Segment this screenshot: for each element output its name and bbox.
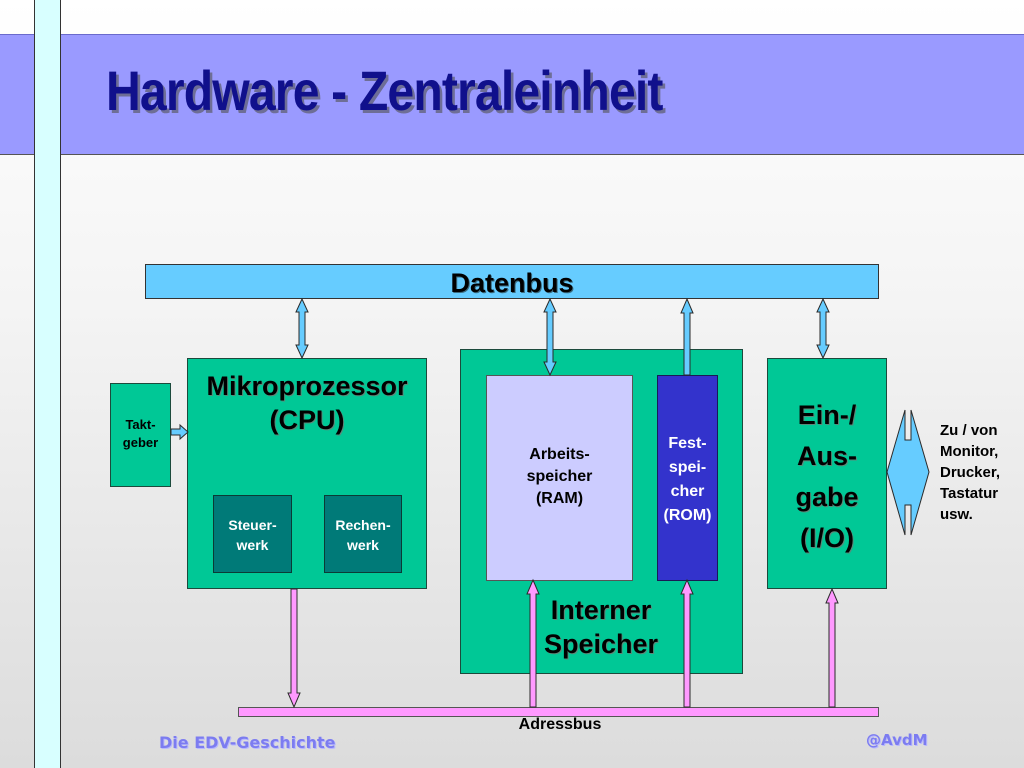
footer-left-text: Die EDV-Geschichte [159, 733, 336, 752]
arrow-taktgeber-cpu [170, 423, 189, 441]
arrow-rom-datenbus [680, 297, 694, 376]
arrow-adressbus-ram [526, 578, 540, 708]
left-decor-strip [34, 0, 61, 768]
rechenwerk-box: Rechen- werk [324, 495, 402, 573]
io-line-3: gabe [795, 482, 859, 512]
datenbus-bar: Datenbus [145, 264, 879, 299]
rom-box: Fest- spei- cher (ROM) [657, 375, 718, 581]
steuerwerk-line-2: werk [236, 537, 269, 553]
arrow-datenbus-ram [543, 297, 557, 377]
arrow-adressbus-rom [680, 578, 694, 708]
ram-line-2: speicher [526, 468, 593, 485]
arrow-datenbus-cpu [295, 297, 309, 360]
ram-box: Arbeits- speicher (RAM) [486, 375, 633, 581]
external-line-5: usw. [940, 506, 973, 523]
datenbus-label: Datenbus [450, 268, 574, 298]
footer-right-text: @AvdM [866, 731, 928, 749]
external-devices-text: Zu / von Monitor, Drucker, Tastatur usw. [940, 420, 1000, 525]
rom-line-4: (ROM) [663, 507, 712, 524]
taktgeber-line-2: geber [122, 435, 159, 450]
cpu-title-line-1: Mikroprozessor [206, 371, 408, 401]
rom-line-1: Fest- [668, 435, 707, 452]
rechenwerk-line-1: Rechen- [335, 517, 391, 533]
steuerwerk-line-1: Steuer- [228, 517, 277, 533]
external-line-4: Tastatur [940, 485, 999, 502]
cpu-box: Mikroprozessor (CPU) Steuer- werk Rechen… [187, 358, 427, 589]
io-line-1: Ein-/ [797, 400, 857, 430]
io-line-4: (I/O) [800, 523, 854, 553]
arrow-cpu-adressbus [287, 588, 301, 709]
interner-speicher-box: Arbeits- speicher (RAM) Fest- spei- cher… [460, 349, 743, 674]
cpu-title-line-2: (CPU) [269, 405, 345, 435]
taktgeber-line-1: Takt- [125, 417, 156, 432]
arrow-adressbus-io [825, 587, 839, 708]
external-line-3: Drucker, [940, 464, 1001, 481]
steuerwerk-box: Steuer- werk [213, 495, 292, 573]
arrow-io-external [886, 409, 930, 536]
rechenwerk-line-2: werk [347, 537, 379, 553]
adressbus-label: Adressbus [518, 716, 602, 733]
page-title: Hardware - Zentraleinheit [106, 59, 663, 122]
ram-line-3: (RAM) [535, 490, 584, 507]
io-line-2: Aus- [797, 441, 857, 471]
rom-line-3: cher [670, 483, 705, 500]
adressbus-bar [238, 707, 879, 717]
io-box: Ein-/ Aus- gabe (I/O) [767, 358, 887, 589]
external-line-1: Zu / von [940, 422, 998, 439]
rom-line-2: spei- [668, 459, 707, 476]
external-line-2: Monitor, [940, 443, 999, 460]
title-band [0, 34, 1024, 155]
interner-speicher-line-2: Speicher [543, 629, 659, 659]
ram-line-1: Arbeits- [529, 446, 590, 463]
arrow-datenbus-io [816, 297, 830, 360]
interner-speicher-line-1: Interner [550, 595, 652, 625]
taktgeber-box: Takt- geber [110, 383, 171, 487]
